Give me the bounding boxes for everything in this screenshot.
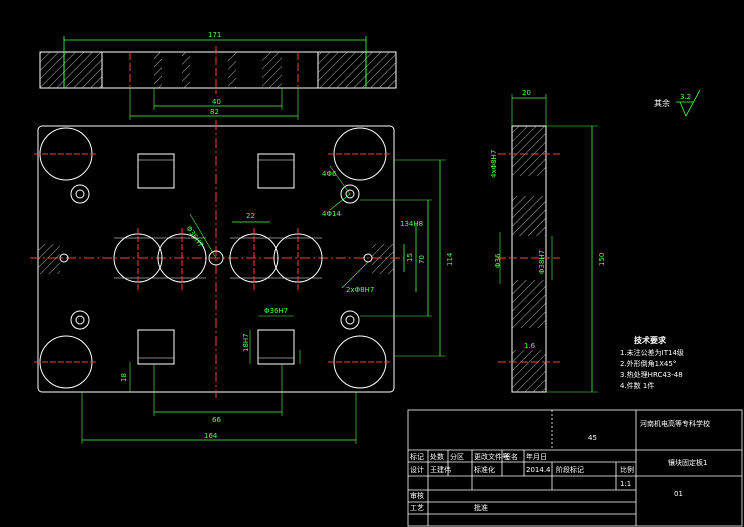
- dim-18: 18: [120, 373, 128, 382]
- dim-82: 82: [210, 108, 219, 116]
- title-review-label: 审核: [410, 491, 424, 500]
- title-stage-label: 阶段标记: [556, 465, 584, 474]
- dim-40: 40: [212, 98, 221, 106]
- note-2d8: 2xΦ8H7: [346, 286, 374, 294]
- title-quantity: 45: [588, 434, 597, 442]
- note-pocket: Φ36H7: [264, 307, 288, 315]
- title-designer-name: 王建伟: [430, 465, 451, 474]
- dim-114: 114: [446, 252, 454, 266]
- tech-req-title: 技术要求: [634, 335, 667, 345]
- tech-req-item: 4.件数 1件: [620, 381, 654, 390]
- top-section-view: [39, 36, 397, 120]
- title-header-cell: 更改文件号: [474, 452, 509, 461]
- title-header-cell: 处数: [430, 452, 444, 461]
- title-date: 2014.4: [526, 466, 551, 474]
- dim-22: 22: [246, 212, 255, 220]
- title-part-name: 镶块固定板1: [668, 458, 707, 467]
- note-side-top: 4xΦ8H7: [490, 150, 498, 178]
- title-approve-label: 批准: [474, 503, 488, 512]
- title-block: [407, 409, 743, 527]
- dim-15: 15: [406, 253, 414, 262]
- roughness-symbol-icon: [676, 89, 701, 117]
- title-header-cell: 标记: [410, 452, 424, 461]
- tech-req-item: 3.热处理HRC43-48: [620, 370, 683, 379]
- dim-150: 150: [598, 253, 606, 266]
- note-134h8: 134H8: [400, 220, 423, 228]
- note-side-bottom: 1.6: [524, 342, 536, 350]
- side-section-view: [498, 94, 598, 393]
- tech-req-item: 2.外形倒角1X45°: [620, 359, 676, 368]
- title-process-label: 工艺: [410, 504, 424, 512]
- note-4m14: 4Φ14: [322, 210, 341, 218]
- title-header-cell: 年月日: [526, 452, 547, 461]
- title-school: 河南机电高等专科学校: [640, 419, 710, 428]
- note-4d6: 4Φ6: [322, 170, 337, 178]
- title-sheet-no: 01: [674, 490, 683, 498]
- roughness-note: 其余: [654, 98, 670, 108]
- dim-20: 20: [522, 89, 531, 97]
- note-side-mid2: Φ38H7: [538, 250, 546, 274]
- title-scale-value: 1:1: [620, 480, 631, 488]
- title-std-label: 标准化: [474, 465, 495, 474]
- note-center-hole: Φ36H7: [184, 225, 204, 249]
- dim-66: 66: [212, 416, 221, 424]
- title-header-cell: 签名: [504, 452, 518, 461]
- roughness-value: 3.2: [680, 93, 691, 101]
- dim-70: 70: [418, 255, 426, 264]
- note-side-mid: Φ36: [494, 253, 502, 268]
- title-scale-label: 比例: [620, 465, 634, 474]
- title-designer-label: 设计: [410, 465, 424, 474]
- main-plan-view: [30, 120, 446, 444]
- tech-req-item: 1.未注公差为IT14级: [620, 348, 684, 357]
- dim-171: 171: [208, 31, 221, 39]
- dim-164: 164: [204, 432, 218, 440]
- note-pocket-width: 18H7: [242, 333, 250, 352]
- title-header-cell: 分区: [450, 452, 464, 461]
